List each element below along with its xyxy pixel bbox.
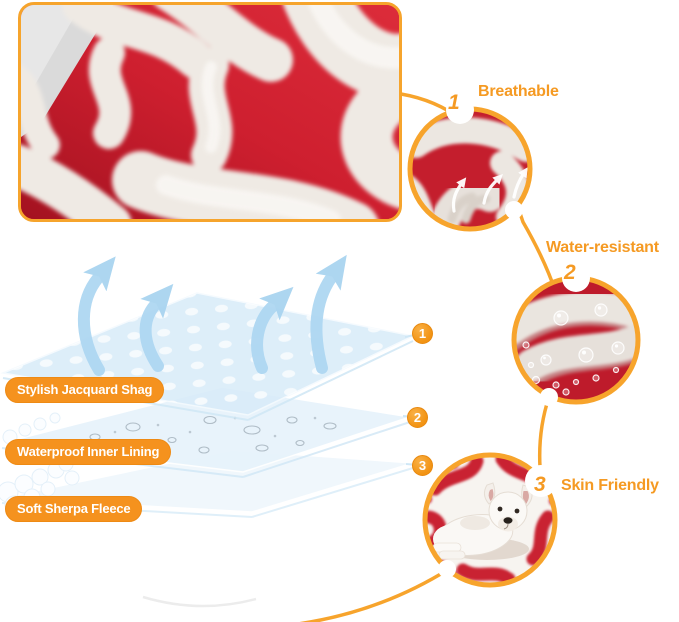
airflow-arrow-icon bbox=[139, 283, 174, 372]
shag-tufts bbox=[514, 291, 638, 387]
airflow-arrow-icon bbox=[310, 254, 347, 374]
feature-number-3: 3 bbox=[534, 473, 546, 496]
airflow-arrow-icon bbox=[77, 256, 116, 376]
feature-label-breathable: Breathable bbox=[478, 83, 559, 100]
layer-label-jacquard-shag: Stylish Jacquard Shag bbox=[5, 377, 165, 403]
water-resistant-photo bbox=[506, 270, 646, 410]
feature-number-1: 1 bbox=[448, 91, 460, 114]
dog bbox=[432, 482, 533, 560]
skin-friendly-photo bbox=[417, 447, 563, 593]
callout-ring bbox=[422, 452, 558, 588]
layer-label-waterproof-lining: Waterproof Inner Lining bbox=[5, 439, 172, 465]
feature-label-water-resistant: Water-resistant bbox=[546, 239, 659, 256]
water-droplet-icons bbox=[522, 303, 625, 396]
breathable-photo bbox=[402, 101, 538, 237]
layer-number-badge-3: 3 bbox=[412, 455, 433, 476]
layer-tip-lines bbox=[402, 333, 420, 466]
feature-label-skin-friendly: Skin Friendly bbox=[561, 477, 659, 494]
layer-label-sherpa-fleece: Soft Sherpa Fleece bbox=[5, 496, 143, 522]
airflow-arrow-icon bbox=[251, 286, 294, 374]
fabric-closeup-photo bbox=[18, 2, 402, 222]
floor-shadow bbox=[142, 595, 257, 608]
layer-number-badge-2: 2 bbox=[407, 407, 428, 428]
airflow-arrows bbox=[77, 254, 347, 376]
feature-number-2: 2 bbox=[564, 261, 576, 284]
layer-number-badge-1: 1 bbox=[412, 323, 433, 344]
airflow-mini-arrow-icons bbox=[451, 167, 528, 213]
